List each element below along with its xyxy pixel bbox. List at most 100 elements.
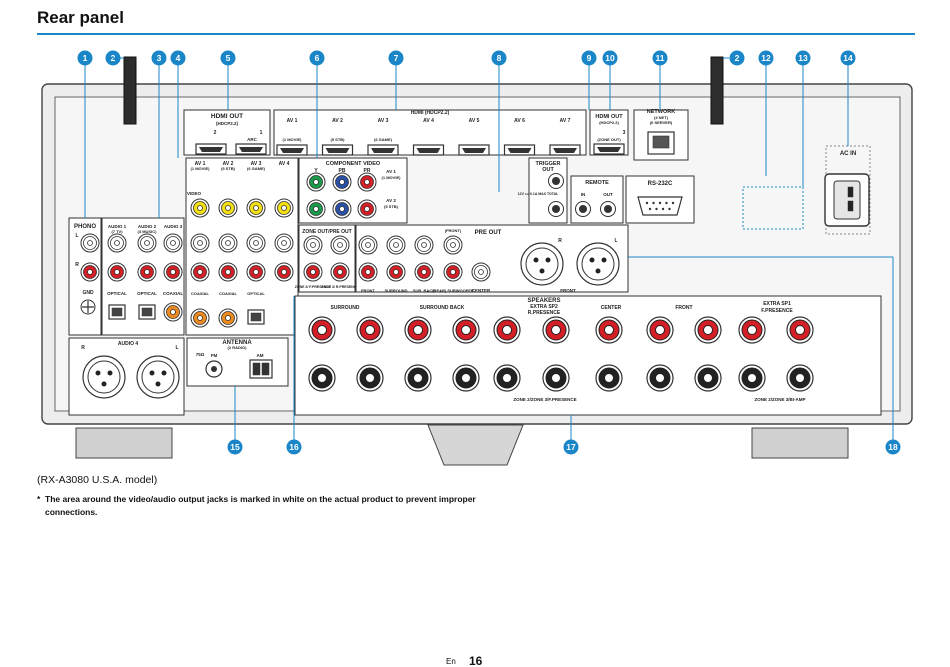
hdmi-input-sub: (6 GAME) <box>374 137 393 142</box>
hdmi-port-inner <box>371 148 395 153</box>
network-sub1: (4 NET) <box>654 115 669 120</box>
am-terminal-slot <box>261 362 270 376</box>
rca-jack-pin <box>450 269 456 275</box>
speaker-terminal-hole <box>461 373 471 383</box>
ac-pin <box>847 186 854 198</box>
gnd-label: GND <box>82 290 94 296</box>
rca-jack-pin <box>478 269 484 275</box>
footnote-marker: * <box>37 494 41 504</box>
ac-inlet-inner <box>833 180 861 220</box>
pre-out-channel-label: (REAR) SUBWOOFER <box>432 288 474 293</box>
footnote-text: The area around the video/audio output j… <box>45 494 476 517</box>
zone2-label: ZONE 2/ F.PRESENCE <box>295 285 332 289</box>
component-sub: PR <box>364 168 371 174</box>
trigger-label: OUT <box>542 167 554 173</box>
foot-center <box>427 424 524 466</box>
rca-jack-pin <box>393 269 399 275</box>
audio-in-label: AUDIO 2 <box>138 224 157 229</box>
speaker-terminal-hole <box>551 325 561 335</box>
rca-jack-pin <box>144 240 150 246</box>
optical-jack-inner <box>250 312 262 322</box>
speakers-label: SPEAKERS <box>527 298 560 304</box>
network-port-inner <box>652 135 670 149</box>
callout-marker-top <box>729 50 745 66</box>
pre-out-channel-label: FRONT <box>361 288 375 293</box>
rs232c-port <box>637 196 683 216</box>
callout-number: 18 <box>888 442 898 452</box>
rca-jack-pin <box>364 179 370 185</box>
foot-left <box>75 427 173 459</box>
zone-out-box <box>298 224 356 293</box>
mini-jack-hole <box>579 205 587 213</box>
callout-marker-bottom <box>885 439 901 455</box>
xlr-pin <box>539 268 545 274</box>
component-sub: PB <box>339 168 346 174</box>
callout-number: 11 <box>656 53 665 63</box>
trigger-spec: 12V == 0.1A MAX TOTAL <box>518 192 559 196</box>
speaker-terminal-hole <box>747 325 757 335</box>
rca-jack-pin <box>114 269 120 275</box>
extra-sp2-label: EXTRA SP2 <box>530 304 558 310</box>
wireless-antenna <box>710 56 724 125</box>
title-rule <box>37 33 915 35</box>
rca-jack-pin <box>225 269 231 275</box>
callout-number: 7 <box>394 53 399 63</box>
phono-label: PHONO <box>74 224 96 230</box>
rs232c-label: RS-232C <box>648 181 673 187</box>
hdmi-port-inner <box>416 148 441 153</box>
xlr-pin <box>595 268 601 274</box>
speaker-terminal-hole <box>703 373 713 383</box>
callout-number: 14 <box>843 53 853 63</box>
mini-jack-hole <box>604 205 612 213</box>
rca-jack-pin <box>87 269 93 275</box>
xlr-pin <box>545 257 551 263</box>
hdmi-out3-label: HDMI OUT <box>595 114 623 120</box>
callout-marker-top <box>220 50 236 66</box>
hdmi-port-inner <box>507 148 532 153</box>
hdmi-input-label: AV 6 <box>514 118 525 124</box>
hdmi-out3-hdcp: (HDCP2.2) <box>599 120 619 125</box>
rca-jack-pin <box>365 269 371 275</box>
callout-number: 6 <box>315 53 320 63</box>
rca-jack-pin <box>339 179 345 185</box>
rca-jack-pin <box>281 240 287 246</box>
footnote: * The area around the video/audio output… <box>37 493 477 519</box>
remote-label: REMOTE <box>585 180 609 186</box>
speaker-terminal-hole <box>655 373 665 383</box>
optical-label: OPTICAL <box>137 291 157 296</box>
mini-jack-hole <box>552 177 560 185</box>
rca-jack-pin <box>225 240 231 246</box>
speaker-terminal-hole <box>703 325 713 335</box>
callout-marker-bottom <box>563 439 579 455</box>
callout-marker-top <box>309 50 325 66</box>
hdmi-arc-label: ARC <box>247 137 257 142</box>
speaker-terminal-hole <box>413 373 423 383</box>
hdmi-input-label: AV 1 <box>287 118 298 124</box>
callout-marker-top <box>652 50 668 66</box>
rca-jack-pin <box>281 205 287 211</box>
model-caption: (RX-A3080 U.S.A. model) <box>37 474 158 486</box>
hdmi-input-label: AV 4 <box>423 118 434 124</box>
zone3-label: ZONE 3/ R.PRESENCE <box>321 285 359 289</box>
rca-jack-pin <box>170 269 176 275</box>
speaker-terminal-hole <box>461 325 471 335</box>
callout-number: 5 <box>226 53 231 63</box>
footer-page-number: 16 <box>469 654 483 667</box>
audio-in-label: AUDIO 1 <box>108 224 127 229</box>
component-label: COMPONENT VIDEO <box>326 161 381 167</box>
speaker-terminal-hole <box>795 325 805 335</box>
rca-jack-pin <box>253 269 259 275</box>
hdmi-input-sub: (1 MOVIE) <box>283 137 303 142</box>
rca-jack-pin <box>281 269 287 275</box>
callout-number: 10 <box>605 53 615 63</box>
rca-jack-pin <box>310 242 316 248</box>
gnd-screw-cross <box>82 301 94 313</box>
speaker-terminal-hole <box>413 325 423 335</box>
callout-number: 3 <box>157 53 162 63</box>
phono-r: R <box>75 262 79 268</box>
audio4-r-label: R <box>81 345 85 351</box>
rca-jack-pin <box>87 240 93 246</box>
speaker-terminal-hole <box>655 325 665 335</box>
audio4-label: AUDIO 4 <box>118 341 139 347</box>
network-sub2: (6 SERVER) <box>650 120 673 125</box>
